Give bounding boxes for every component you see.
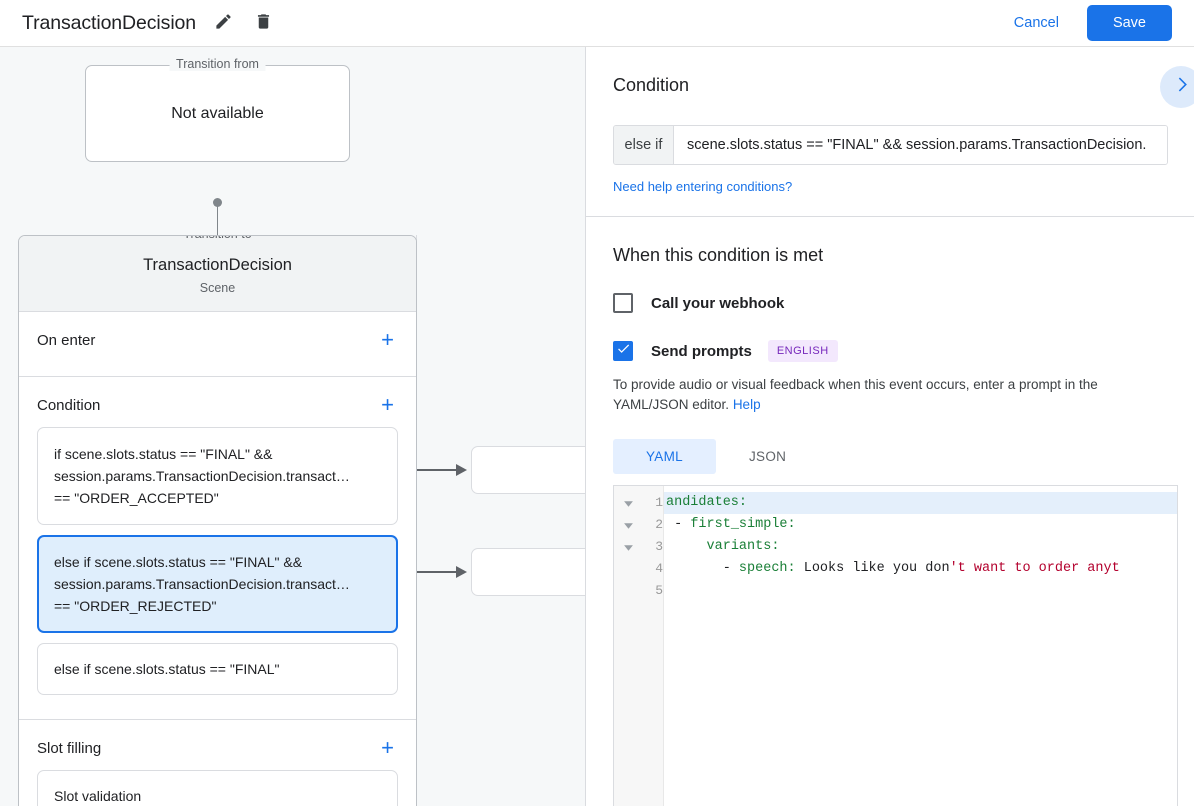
checkmark-icon — [616, 341, 631, 361]
scene-title: TransactionDecision — [143, 256, 292, 274]
call-webhook-checkbox[interactable] — [613, 293, 633, 313]
pencil-icon — [214, 12, 233, 34]
code-line: andidates: — [664, 492, 1177, 514]
condition-text-line-1: if scene.slots.status == "FINAL" && — [54, 446, 273, 462]
scene-card-header: Transition to TransactionDecision Scene — [19, 236, 416, 312]
transition-from-label: Not available — [171, 104, 264, 122]
flow-arrow-line — [216, 202, 219, 259]
top-bar: TransactionDecision Cancel Save — [0, 0, 1194, 47]
send-prompts-row: Send prompts ENGLISH — [613, 340, 1194, 362]
add-slot-filling-button[interactable]: + — [381, 735, 394, 760]
editor-format-tabs: YAML JSON — [613, 439, 1194, 474]
section-title-on-enter: On enter — [37, 331, 96, 349]
code-line: - speech: Looks like you don't want to o… — [666, 561, 1120, 576]
section-header-condition: Condition + — [19, 377, 416, 427]
transition-to-legend: Transition to — [176, 236, 259, 241]
line-number: 2 — [655, 517, 663, 532]
section-condition: Condition + if scene.slots.status == "FI… — [19, 377, 416, 720]
condition-text-line-2: session.params.TransactionDecision.trans… — [54, 468, 350, 484]
add-condition-button[interactable]: + — [381, 392, 394, 417]
condition-help-link[interactable]: Need help entering conditions? — [613, 179, 793, 194]
language-badge: ENGLISH — [767, 340, 838, 362]
condition-detail-section: Condition else if Need help entering con… — [586, 47, 1194, 217]
prompts-description-text: To provide audio or visual feedback when… — [613, 377, 1098, 412]
prompts-description: To provide audio or visual feedback when… — [613, 375, 1167, 415]
section-slot-filling: Slot filling + Slot validation — [19, 720, 416, 806]
slot-validation-item[interactable]: Slot validation — [37, 770, 398, 806]
code-line: variants: — [706, 539, 780, 554]
condition-text-line-1: else if scene.slots.status == "FINAL" — [54, 661, 280, 677]
delete-button[interactable] — [248, 8, 278, 38]
yaml-editor[interactable]: 1 2 3 4 5 andidates: - first_simple: variant… — [613, 485, 1178, 806]
editor-line-numbers: 1 2 3 4 5 — [642, 486, 664, 806]
connector-line-accepted — [399, 469, 457, 471]
call-webhook-label: Call your webhook — [651, 294, 785, 312]
section-title-slot-filling: Slot filling — [37, 739, 102, 757]
transition-from-node[interactable]: Transition from Not available — [85, 57, 350, 162]
cancel-button[interactable]: Cancel — [998, 6, 1075, 40]
tab-json[interactable]: JSON — [748, 449, 787, 464]
section-title-condition: Condition — [37, 396, 101, 414]
line-number: 4 — [655, 561, 663, 576]
connector-arrow-rejected — [456, 566, 467, 578]
code-line — [664, 580, 1177, 602]
edit-name-button[interactable] — [208, 8, 238, 38]
transition-target-box-accepted[interactable] — [471, 446, 585, 494]
condition-text-line-3: == "ORDER_ACCEPTED" — [54, 490, 219, 506]
send-prompts-label: Send prompts — [651, 342, 752, 360]
transition-from-legend: Transition from — [169, 57, 266, 71]
condition-input-row: else if — [613, 125, 1168, 165]
connector-line-rejected — [399, 571, 457, 573]
expand-panel-button[interactable] — [1160, 66, 1194, 108]
tab-yaml[interactable]: YAML — [613, 439, 716, 474]
condition-prefix-label: else if — [614, 126, 674, 164]
line-number: 5 — [655, 583, 663, 598]
condition-list-item[interactable]: if scene.slots.status == "FINAL" && sess… — [37, 427, 398, 525]
send-prompts-checkbox[interactable] — [613, 341, 633, 361]
top-bar-actions: Cancel Save — [998, 5, 1194, 41]
fold-spacer — [614, 558, 642, 580]
line-number: 3 — [655, 539, 663, 554]
fold-toggle-icon[interactable] — [614, 536, 642, 558]
section-on-enter: On enter + — [19, 312, 416, 377]
chevron-right-icon — [1172, 75, 1191, 99]
add-on-enter-button[interactable]: + — [381, 327, 394, 352]
condition-text-line-3: == "ORDER_REJECTED" — [54, 598, 217, 614]
editor-code-area[interactable]: andidates: - first_simple: variants: - s… — [664, 486, 1177, 806]
condition-list-item-selected[interactable]: else if scene.slots.status == "FINAL" &&… — [37, 535, 398, 633]
detail-heading: Condition — [613, 75, 690, 95]
detail-panel: Condition else if Need help entering con… — [585, 47, 1194, 806]
when-condition-met-section: When this condition is met Call your web… — [586, 217, 1194, 806]
fold-toggle-icon[interactable] — [614, 514, 642, 536]
scene-subtitle: Scene — [199, 281, 236, 295]
condition-text-line-2: session.params.TransactionDecision.trans… — [54, 576, 350, 592]
prompts-help-link[interactable]: Help — [732, 397, 761, 412]
fold-toggle-icon[interactable] — [614, 492, 642, 514]
page-title: TransactionDecision — [22, 11, 197, 34]
section-header-on-enter: On enter + — [19, 312, 416, 362]
transition-target-box-rejected[interactable] — [471, 548, 585, 596]
when-condition-heading: When this condition is met — [613, 245, 824, 265]
section-header-slot-filling: Slot filling + — [19, 720, 416, 770]
line-number: 1 — [655, 495, 663, 510]
save-button[interactable]: Save — [1086, 5, 1172, 41]
editor-fold-column — [614, 486, 642, 806]
slot-validation-label: Slot validation — [54, 788, 142, 804]
connector-arrow-accepted — [456, 464, 467, 476]
webhook-checkbox-row: Call your webhook — [613, 293, 1194, 313]
code-line: - first_simple: — [666, 517, 796, 532]
condition-expression-input[interactable] — [674, 126, 1167, 164]
transition-to-scene-card: Transition to TransactionDecision Scene … — [18, 235, 417, 806]
graph-panel: Transition from Not available Transition… — [0, 47, 585, 806]
fold-spacer — [614, 580, 642, 602]
trash-icon — [254, 12, 273, 34]
condition-list-item[interactable]: else if scene.slots.status == "FINAL" — [37, 643, 398, 695]
condition-text-line-1: else if scene.slots.status == "FINAL" && — [54, 554, 303, 570]
